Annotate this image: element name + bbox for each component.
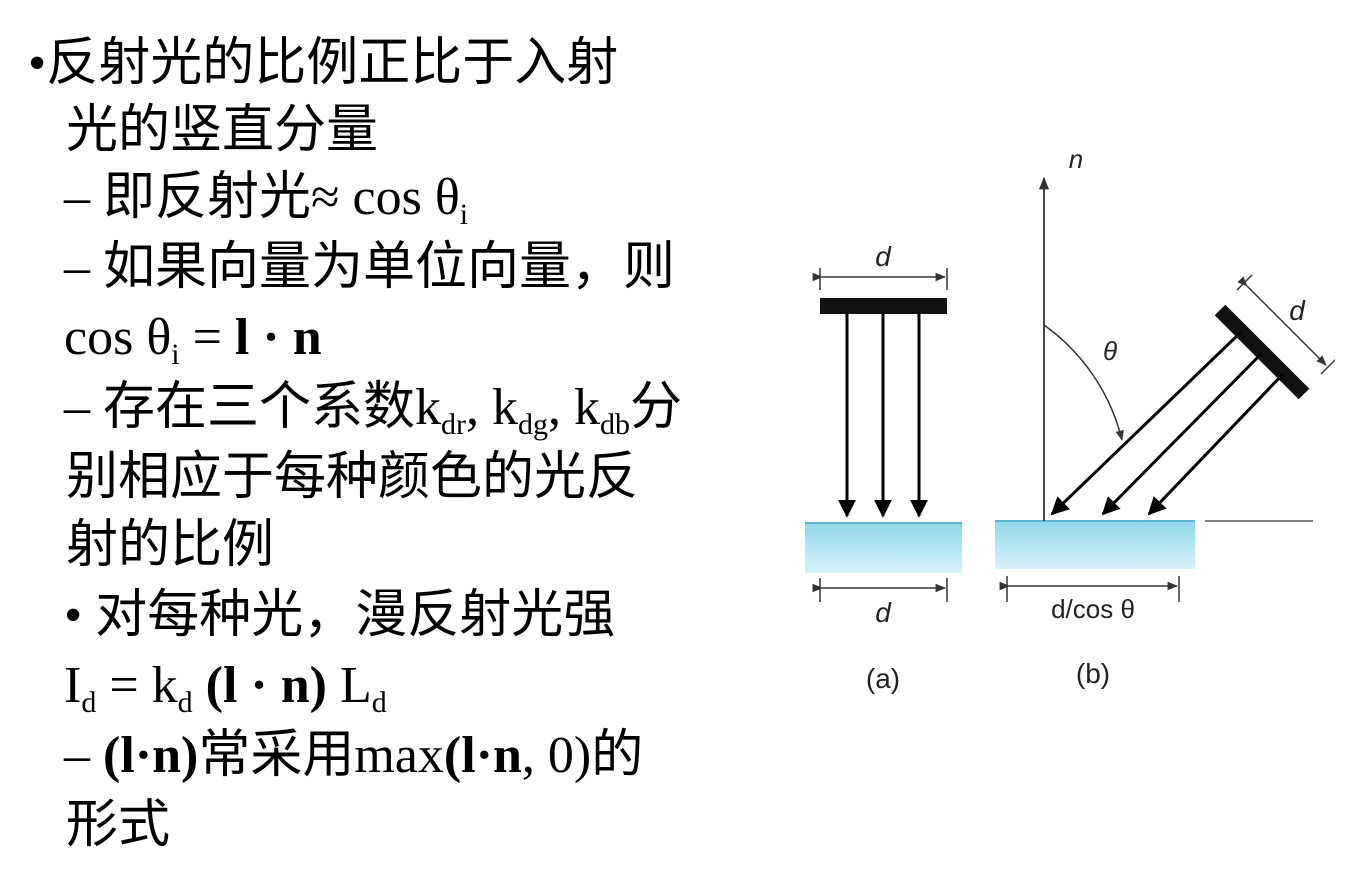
subscript: i [171, 338, 180, 371]
subscript: i [459, 198, 469, 231]
d-label: d [875, 597, 892, 628]
comma-k: , k [548, 379, 601, 436]
equals-k: = k [96, 657, 178, 714]
dash: – [64, 239, 90, 296]
slide-text: •反射光的比例正比于入射 光的竖直分量 – 即反射光≈ cos θi – 如果向… [28, 38, 683, 854]
d-cos-label: d/cos θ [1051, 594, 1135, 624]
line-1-text: 反射光的比例正比于入射 [46, 35, 619, 92]
line-5-text: 存在三个系数k [103, 379, 442, 436]
line-2: – 即反射光≈ cos θi [64, 169, 468, 230]
light-l: L [327, 657, 372, 714]
bullet: • [64, 587, 83, 644]
zero-arg: , 0) [521, 727, 592, 784]
line-9: Id = kd (l · n) Ld [64, 657, 387, 718]
line-10: – (l·n)常采用max(l·n, 0)的 [64, 730, 643, 782]
d-label: d [1289, 295, 1306, 326]
line-7: 射的比例 [66, 517, 275, 574]
line-1b: 光的竖直分量 [66, 102, 379, 159]
ray-arrow [1147, 372, 1285, 516]
line-1: •反射光的比例正比于入射 [28, 38, 618, 90]
dot-product: l · n [234, 309, 322, 366]
ray-arrow [1050, 330, 1243, 516]
panel-a: d d (a) [805, 241, 962, 694]
line-8-text: 对每种光，漫反射光强 [95, 587, 616, 644]
subscript-dg: dg [518, 408, 549, 441]
subscript: d [177, 686, 193, 719]
dot-product: (l·n) [103, 727, 199, 784]
angle-arc [1043, 324, 1124, 442]
line-6: 别相应于每种颜色的光反 [66, 449, 639, 506]
dot-product: (l·n [443, 727, 522, 784]
line-10-text: 常采用max [198, 727, 444, 784]
comma-k: , k [466, 379, 519, 436]
label-a: (a) [866, 663, 900, 694]
dash: – [64, 727, 90, 784]
line-3: – 如果向量为单位向量，则 [64, 242, 675, 294]
diffuse-reflection-figure: d d (a) n θ d d/cos θ (b) [805, 144, 1335, 694]
line-10-end: 的 [591, 727, 644, 784]
line-11: 形式 [66, 797, 171, 854]
line-5: – 存在三个系数kdr, kdg, kdb分 [64, 379, 683, 440]
width-dimension-b [1237, 276, 1327, 366]
cos-theta: cos θ [64, 309, 172, 366]
normal-label: n [1069, 144, 1083, 174]
label-b: (b) [1076, 658, 1110, 689]
line-4: cos θi = l · n [64, 309, 322, 370]
line-8: • 对每种光，漫反射光强 [64, 590, 615, 642]
d-label: d [875, 241, 892, 272]
subscript-dr: dr [441, 408, 467, 441]
theta-label: θ [1103, 336, 1117, 366]
line-5-end: 分 [630, 379, 683, 436]
subscript-db: db [600, 408, 631, 441]
surface-b [995, 521, 1195, 569]
line-3-text: 如果向量为单位向量，则 [103, 239, 676, 296]
dot-product: (l · n) [192, 657, 327, 714]
ray-arrow [1101, 351, 1264, 516]
subscript: d [81, 686, 97, 719]
surface-a [805, 523, 962, 573]
light-source-a [820, 298, 947, 314]
intensity-i: I [64, 657, 82, 714]
equals: = [179, 309, 235, 366]
subscript: d [371, 686, 387, 719]
panel-b: n θ d d/cos θ (b) [995, 144, 1335, 689]
dash: – [64, 169, 90, 226]
bullet: • [28, 35, 47, 92]
dash: – [64, 379, 90, 436]
line-2-text: 即反射光≈ cos θ [103, 169, 460, 226]
